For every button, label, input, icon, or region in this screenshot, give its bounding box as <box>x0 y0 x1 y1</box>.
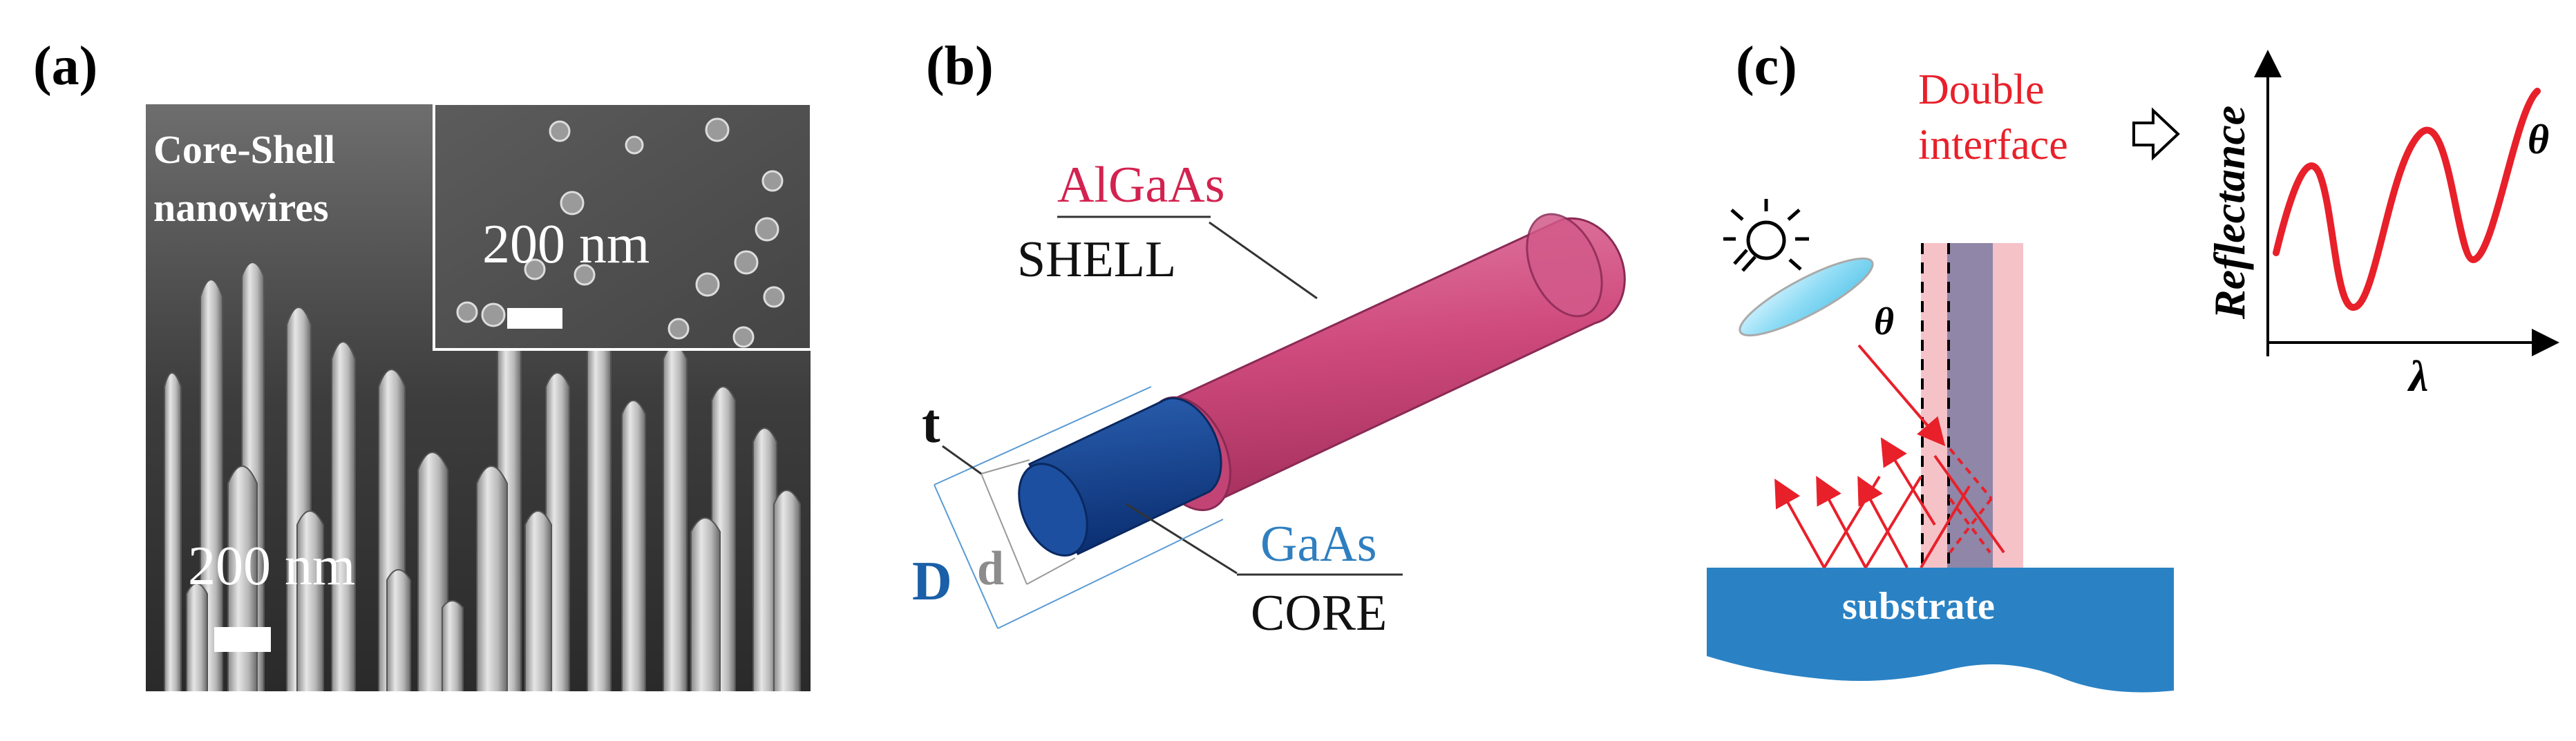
lens-icon <box>1739 257 1874 337</box>
arrow-icon <box>2132 107 2180 161</box>
substrate-label: substrate <box>1842 585 1995 628</box>
panel-b-label: (b) <box>926 36 994 97</box>
internal-rays <box>1949 448 1993 554</box>
inset-scale-bar <box>507 308 562 329</box>
reflectance-plot: θ Reflectance λ <box>2205 50 2559 401</box>
panel-b: (b) AlGaAs SHELL GaAs CORE t D <box>912 36 1626 642</box>
core-word-label: CORE <box>1251 585 1387 642</box>
panel-a: (a) <box>33 36 813 693</box>
thickness-symbol: t <box>922 394 940 454</box>
wavelength-axis-label: λ <box>2407 352 2428 401</box>
inset-hexagons <box>456 117 785 348</box>
inset-scale-label: 200 nm <box>482 214 650 275</box>
outer-diameter-symbol: D <box>912 551 952 612</box>
lamp-icon <box>1723 199 1809 272</box>
dimension-lines <box>934 386 1224 629</box>
reflected-rays <box>1774 437 1971 569</box>
curve-angle-label: θ <box>2528 117 2549 162</box>
panel-a-label: (a) <box>33 36 97 97</box>
panel-c: (c) Double interface θ <box>1707 36 2559 693</box>
panel-c-label: (c) <box>1736 36 1797 97</box>
main-caption-line2: nanowires <box>153 185 329 230</box>
shell-leader-line <box>1209 221 1318 300</box>
thickness-leader <box>942 445 982 475</box>
main-caption-line1: Core-Shell <box>153 127 335 172</box>
reflectance-axis-label: Reflectance <box>2205 106 2254 320</box>
inner-dimension-lines <box>981 459 1076 585</box>
incidence-angle-symbol: θ <box>1874 300 1894 343</box>
main-scale-bar <box>214 627 271 652</box>
inner-diameter-symbol: d <box>977 542 1004 595</box>
shell-body <box>1150 217 1626 500</box>
incident-rays <box>1857 344 2005 554</box>
interface-label-line2: interface <box>1918 122 2068 169</box>
main-scale-label: 200 nm <box>188 536 355 597</box>
core-end-face <box>1018 463 1088 557</box>
shell-word-label: SHELL <box>1017 231 1176 288</box>
substrate-block <box>1707 568 2174 693</box>
inner-layer <box>1947 243 1993 568</box>
shell-end-cap <box>1526 213 1603 318</box>
shell-material-label: AlGaAs <box>1057 157 1225 213</box>
reflectance-curve <box>2273 88 2541 311</box>
core-material-label: GaAs <box>1260 516 1377 572</box>
sem-inset: 200 nm <box>433 102 813 351</box>
interface-label-line1: Double <box>1918 66 2045 113</box>
